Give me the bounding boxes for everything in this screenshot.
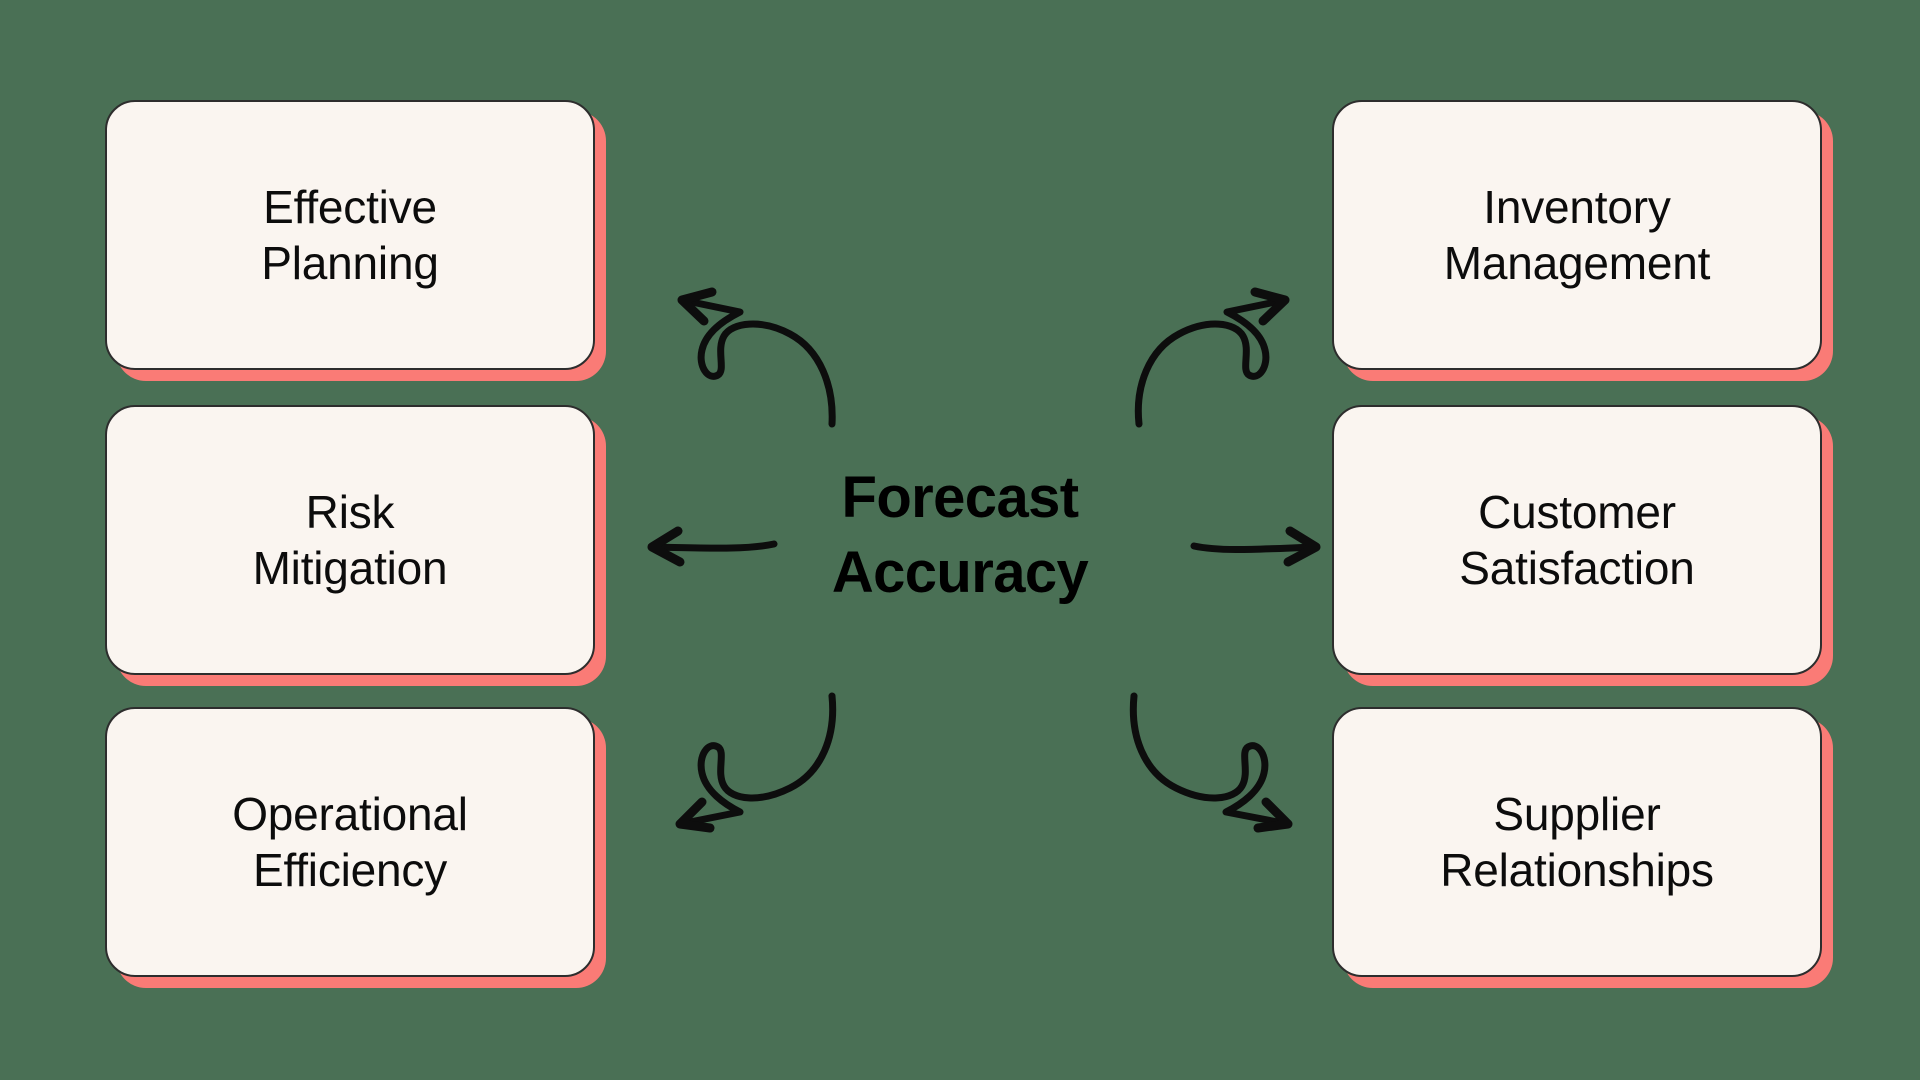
card-inventory-management[interactable]: Inventory Management [1332,100,1833,381]
curly-arrow-down-left-icon [640,688,870,848]
card-customer-satisfaction[interactable]: Customer Satisfaction [1332,405,1833,686]
card-supplier-relationships[interactable]: Supplier Relationships [1332,707,1833,988]
hub-label-line2: Accuracy [831,540,1089,605]
curly-arrow-down-right-icon [1118,688,1333,848]
card-label: Effective Planning [261,180,439,289]
card-surface[interactable]: Inventory Management [1332,100,1822,370]
card-effective-planning[interactable]: Effective Planning [105,100,606,381]
card-label: Supplier Relationships [1440,787,1714,896]
curly-arrow-up-left-icon [640,278,870,428]
card-label: Operational Efficiency [232,787,468,896]
card-surface[interactable]: Risk Mitigation [105,405,595,675]
card-surface[interactable]: Supplier Relationships [1332,707,1822,977]
card-label: Customer Satisfaction [1459,485,1695,594]
card-operational-efficiency[interactable]: Operational Efficiency [105,707,606,988]
center-hub-label: Forecast Accuracy [760,440,1160,630]
card-surface[interactable]: Operational Efficiency [105,707,595,977]
card-surface[interactable]: Effective Planning [105,100,595,370]
straight-arrow-right-icon [1182,512,1332,582]
hub-label-line1: Forecast [841,464,1080,530]
card-label: Inventory Management [1443,180,1711,289]
card-label: Risk Mitigation [252,485,448,594]
card-risk-mitigation[interactable]: Risk Mitigation [105,405,606,686]
curly-arrow-up-right-icon [1125,278,1325,428]
card-surface[interactable]: Customer Satisfaction [1332,405,1822,675]
